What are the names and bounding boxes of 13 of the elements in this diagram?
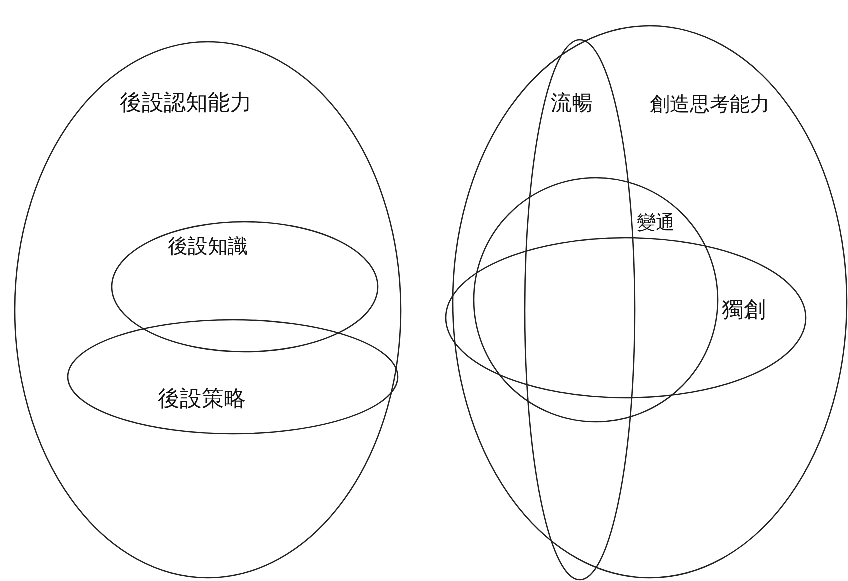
region-label: 獨創 — [722, 300, 766, 322]
ellipse-region — [15, 42, 401, 578]
ellipse-region — [525, 40, 635, 580]
region-label: 變通 — [637, 214, 675, 233]
ellipse-region — [68, 320, 398, 434]
ellipse-region — [453, 26, 847, 578]
region-label: 後設認知能力 — [120, 93, 252, 115]
region-label: 創造思考能力 — [650, 94, 770, 114]
region-label: 流暢 — [551, 93, 593, 114]
region-label: 後設策略 — [158, 389, 246, 411]
ellipse-region — [112, 222, 378, 352]
region-label: 後設知識 — [168, 236, 248, 256]
ellipse-region — [474, 178, 718, 422]
